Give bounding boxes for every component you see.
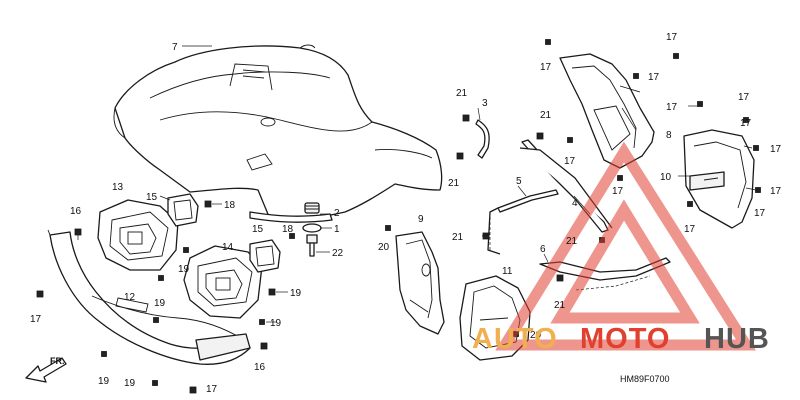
callout-20: 20 xyxy=(378,242,390,253)
callout-21: 21 xyxy=(566,236,578,247)
callout-5: 5 xyxy=(516,176,522,187)
callout-17: 17 xyxy=(740,118,752,129)
callout-11: 11 xyxy=(502,266,513,277)
callout-20: 20 xyxy=(530,330,542,341)
callout-19: 19 xyxy=(290,288,302,299)
callout-15: 15 xyxy=(252,224,264,235)
right-air-duct xyxy=(183,245,263,319)
callout-9: 9 xyxy=(418,214,424,225)
callout-16: 16 xyxy=(254,362,266,373)
callout-1: 1 xyxy=(334,224,340,235)
callout-15: 15 xyxy=(146,192,158,203)
callout-21: 21 xyxy=(452,232,464,243)
callout-17: 17 xyxy=(770,144,782,155)
callout-17: 17 xyxy=(770,186,782,197)
callout-17: 17 xyxy=(666,32,678,43)
callout-10: 10 xyxy=(660,172,672,183)
watermark-auto: AUTO xyxy=(472,323,558,355)
callout-22: 22 xyxy=(332,248,344,259)
left-air-duct xyxy=(97,199,179,271)
callout-21: 21 xyxy=(448,178,460,189)
callout-8: 8 xyxy=(666,130,672,141)
callout-17: 17 xyxy=(206,384,218,395)
front-arrow-icon xyxy=(25,357,67,383)
fender-lower-rail xyxy=(249,211,333,223)
right-duct-grommet xyxy=(249,239,281,273)
front-marker-label: FR. xyxy=(50,356,65,366)
callout-4: 4 xyxy=(572,198,578,209)
callout-19: 19 xyxy=(124,378,136,389)
callout-19: 19 xyxy=(98,376,110,387)
callout-17: 17 xyxy=(612,186,624,197)
callout-3: 3 xyxy=(482,98,488,109)
drawing-code: HM89F0700 xyxy=(620,374,670,384)
callout-14: 14 xyxy=(222,242,234,253)
callout-21: 21 xyxy=(540,110,552,121)
callout-17: 17 xyxy=(648,72,660,83)
callout-18: 18 xyxy=(282,224,294,235)
callout-17: 17 xyxy=(666,102,678,113)
callout-21: 21 xyxy=(554,300,566,311)
left-duct-grommet xyxy=(167,193,199,227)
right-flap-panel xyxy=(683,129,755,229)
watermark-hub: HUB xyxy=(704,323,770,355)
front-bumper xyxy=(47,229,251,365)
callout-17: 17 xyxy=(564,156,576,167)
front-direction-marker: FR. xyxy=(25,356,67,383)
front-fender-body xyxy=(113,44,443,220)
watermark-triangle xyxy=(495,141,756,351)
callout-13: 13 xyxy=(112,182,124,193)
callout-17: 17 xyxy=(30,314,42,325)
callout-7: 7 xyxy=(172,42,178,53)
callout-16: 16 xyxy=(70,206,82,217)
left-splash-panel xyxy=(395,231,445,335)
callout-2: 2 xyxy=(334,208,340,219)
callout-12: 12 xyxy=(124,292,136,303)
callout-numbers: 7 2 1 22 13 15 18 16 19 19 15 14 18 19 1… xyxy=(30,32,782,395)
callout-19: 19 xyxy=(270,318,282,329)
callout-17: 17 xyxy=(738,92,750,103)
grommet-stack xyxy=(302,202,322,257)
rear-mud-flap xyxy=(559,53,655,169)
callout-18: 18 xyxy=(224,200,236,211)
watermark-text: AUTO MOTO HUB xyxy=(472,323,770,355)
callout-17: 17 xyxy=(540,62,552,73)
callout-19: 19 xyxy=(154,298,166,309)
watermark-moto: MOTO xyxy=(580,323,670,355)
callout-17: 17 xyxy=(684,224,696,235)
callout-19: 19 xyxy=(178,264,190,275)
callout-17: 17 xyxy=(754,208,766,219)
callout-21: 21 xyxy=(456,88,468,99)
fasteners xyxy=(36,39,761,394)
callout-6: 6 xyxy=(540,244,546,255)
